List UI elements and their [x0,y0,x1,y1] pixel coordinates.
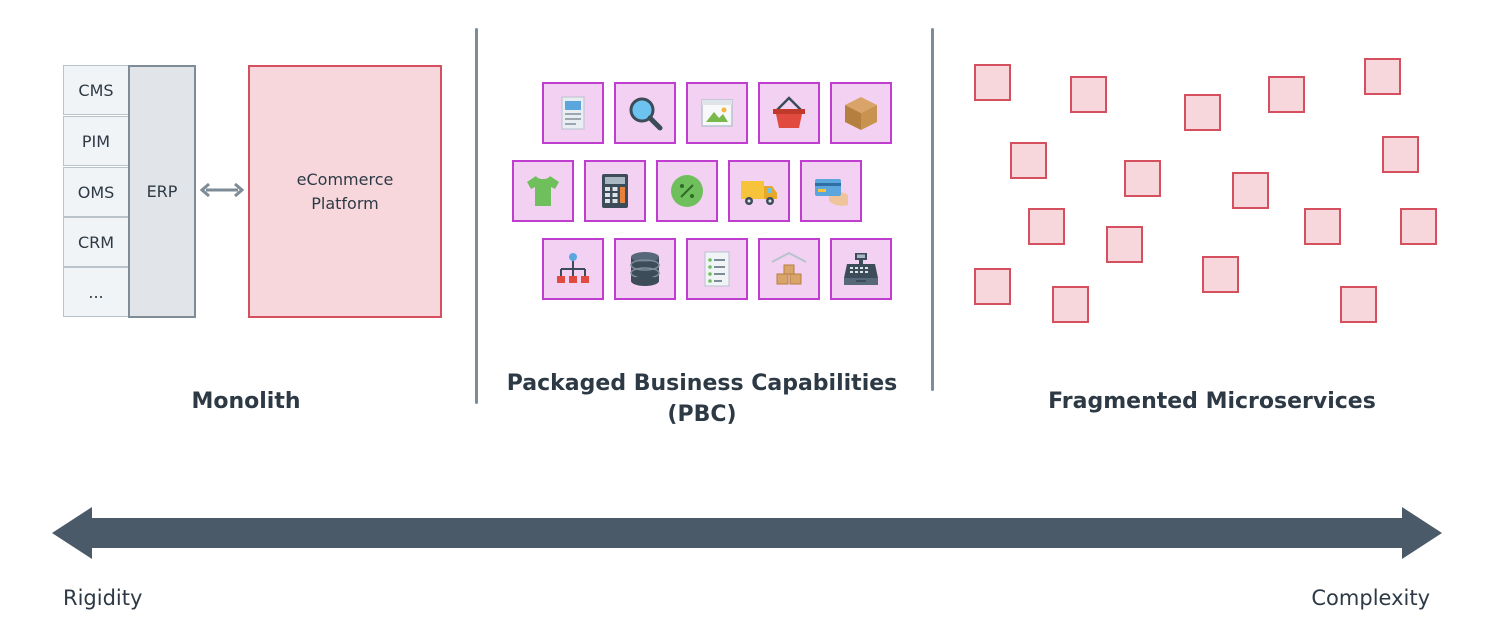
stack-cell-oms: OMS [63,167,129,217]
pbc-title: Packaged Business Capabilities (PBC) [492,368,912,430]
microservice-box [1340,286,1377,323]
complexity-label: Complexity [1311,586,1430,610]
erp-label: ERP [146,182,178,201]
stack-cell-pim: PIM [63,116,129,166]
microservice-box [1364,58,1401,95]
basket-icon [758,82,820,144]
database-icon [614,238,676,300]
stack-cell-cms: CMS [63,65,129,115]
microservice-box [974,268,1011,305]
pbc-title-line-2: (PBC) [667,402,737,427]
platform-label-line-1: eCommerce [296,169,394,189]
microservice-box [1070,76,1107,113]
image-icon [686,82,748,144]
rigidity-complexity-scale-arrow [52,507,1442,559]
erp-block: ERP [128,65,196,318]
package-icon [830,82,892,144]
monolith-title: Monolith [191,389,301,414]
microservice-box [1202,256,1239,293]
microservices-title: Fragmented Microservices [1048,389,1376,414]
microservice-box [1400,208,1437,245]
payment-card-icon [800,160,862,222]
document-icon [542,82,604,144]
stack-cell-crm: CRM [63,217,129,267]
org-chart-icon [542,238,604,300]
search-icon [614,82,676,144]
tshirt-icon [512,160,574,222]
section-divider-right [931,28,934,391]
microservice-box [1184,94,1221,131]
microservice-box [1268,76,1305,113]
microservice-box [1106,226,1143,263]
platform-label-line-2: Platform [311,193,379,213]
microservice-box [1232,172,1269,209]
microservice-box [1052,286,1089,323]
ecommerce-platform-block: eCommerce Platform [248,65,442,318]
discount-icon [656,160,718,222]
microservice-box [1124,160,1161,197]
delivery-truck-icon [728,160,790,222]
microservice-box [1010,142,1047,179]
microservice-box [974,64,1011,101]
microservice-box [1028,208,1065,245]
microservice-box [1304,208,1341,245]
checklist-icon [686,238,748,300]
bidirectional-arrow-icon [200,182,244,198]
microservice-box [1382,136,1419,173]
pbc-title-line-1: Packaged Business Capabilities [506,371,898,396]
section-divider-left [475,28,478,404]
calculator-icon [584,160,646,222]
cash-register-icon [830,238,892,300]
warehouse-icon [758,238,820,300]
rigidity-label: Rigidity [63,586,143,610]
stack-cell-more: ... [63,267,129,317]
